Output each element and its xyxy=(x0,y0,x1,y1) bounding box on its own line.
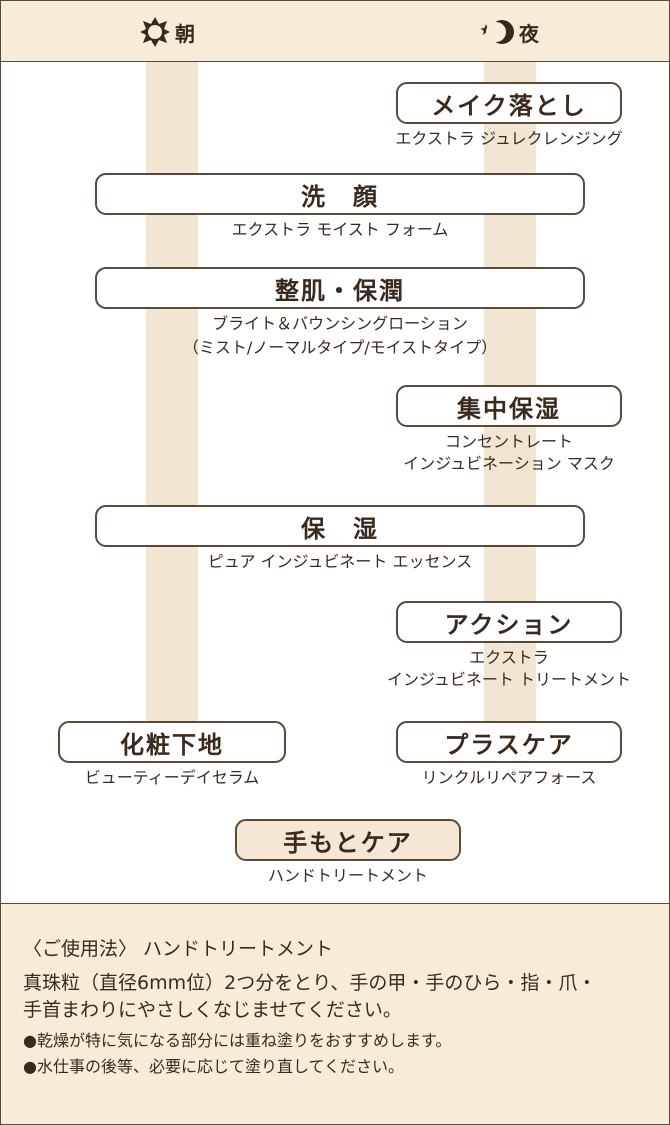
usage-note-2: ●水仕事の後等、必要に応じて塗り直してください。 xyxy=(23,1057,405,1076)
step-title: 化粧下地 xyxy=(58,721,286,763)
product-name: ビューティーデイセラム xyxy=(84,768,260,787)
product-name-line2: インジュビネート トリートメント xyxy=(387,670,631,689)
product-name-line2: インジュビネーション マスク xyxy=(403,454,615,473)
product-name: リンクルリペアフォース xyxy=(421,768,597,787)
usage-instructions: 〈ご使用法〉 ハンドトリートメント 真珠粒（直径6mm位）2つ分をとり、手の甲・… xyxy=(1,903,669,1124)
header: 朝 夜 xyxy=(1,1,669,62)
sun-icon xyxy=(140,17,170,47)
usage-line-1: 真珠粒（直径6mm位）2つ分をとり、手の甲・手のひら・指・爪・ xyxy=(23,972,597,994)
product-name: ブライト＆バウンシングローション xyxy=(212,314,468,333)
morning-header: 朝 xyxy=(139,16,195,48)
step-title: メイク落とし xyxy=(396,82,622,124)
product-name: エクストラ xyxy=(469,648,549,667)
step-title: 手もとケア xyxy=(235,819,461,861)
product-name: コンセントレート xyxy=(444,432,573,451)
product-name: ハンドトリートメント xyxy=(267,866,428,885)
step-title: アクション xyxy=(396,601,622,643)
step-title: 保 湿 xyxy=(95,505,585,547)
morning-label: 朝 xyxy=(175,21,195,46)
product-name: ピュア インジュビネート エッセンス xyxy=(207,552,473,571)
usage-heading: 〈ご使用法〉 ハンドトリートメント xyxy=(23,938,334,960)
morning-bar xyxy=(146,61,198,721)
moon-star-icon xyxy=(480,20,514,44)
step-title: プラスケア xyxy=(396,721,622,763)
usage-note-1: ●乾燥が特に気になる部分には重ね塗りをおすすめします。 xyxy=(23,1031,452,1050)
product-type-note: （ミスト/ノーマルタイプ/モイストタイプ） xyxy=(182,338,498,357)
night-label: 夜 xyxy=(519,21,539,46)
step-title: 整肌・保潤 xyxy=(95,267,585,309)
step-title: 集中保湿 xyxy=(396,385,622,427)
usage-line-2: 手首まわりにやさしくなじませてください。 xyxy=(23,999,402,1021)
product-name: エクストラ ジュレクレンジング xyxy=(395,129,623,148)
product-name: エクストラ モイスト フォーム xyxy=(231,220,449,239)
night-header: 夜 xyxy=(479,16,539,48)
step-title: 洗 顔 xyxy=(95,173,585,215)
